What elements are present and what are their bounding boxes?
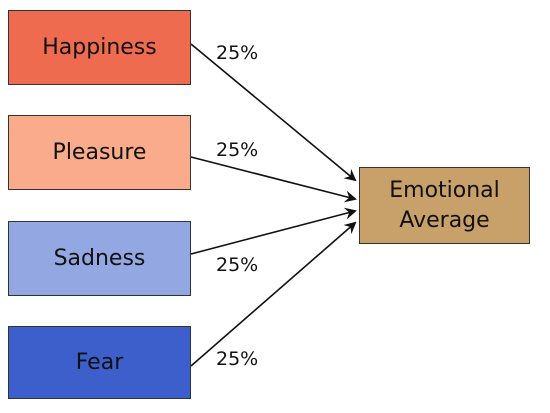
- node-sadness: Sadness: [8, 221, 191, 296]
- edge-happiness-weight: 25%: [216, 42, 259, 64]
- edge-fear-weight: 25%: [216, 348, 259, 370]
- node-happiness: Happiness: [8, 10, 191, 85]
- edge-happiness-arrow: [190, 43, 357, 182]
- node-emotional-average: Emotional Average: [359, 167, 530, 244]
- edge-pleasure-arrow: [190, 156, 357, 203]
- edge-fear-arrow: [190, 221, 357, 367]
- node-pleasure: Pleasure: [8, 115, 191, 190]
- edge-sadness-arrow: [190, 207, 357, 255]
- node-pleasure-label: Pleasure: [52, 139, 147, 165]
- edge-pleasure-weight: 25%: [216, 139, 259, 161]
- node-fear: Fear: [8, 326, 191, 399]
- node-happiness-label: Happiness: [42, 34, 157, 60]
- node-fear-label: Fear: [75, 349, 124, 375]
- node-emotional-average-label: Emotional Average: [389, 177, 500, 233]
- edge-sadness-weight: 25%: [216, 254, 259, 276]
- node-sadness-label: Sadness: [53, 245, 146, 271]
